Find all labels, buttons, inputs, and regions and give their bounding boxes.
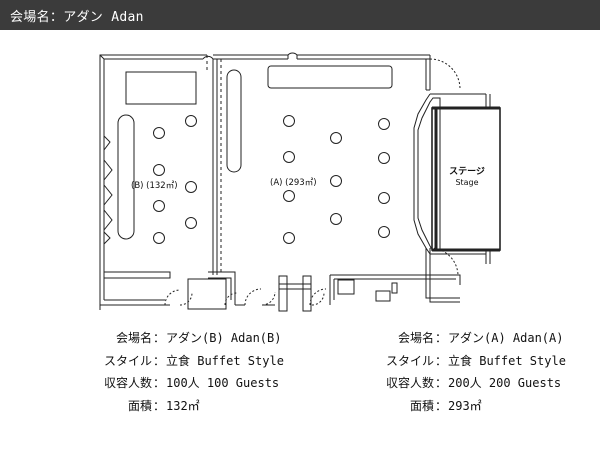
info-row-area: 面積 ： 293㎡ [352, 395, 566, 418]
buffet-table-b-left [117, 114, 135, 240]
info-separator: ： [152, 353, 165, 368]
info-value: アダン(B) Adan(B) [166, 331, 282, 345]
info-row-area: 面積 ： 132㎡ [70, 395, 284, 418]
info-value: 立食 Buffet Style [166, 353, 284, 368]
door-swing [429, 247, 459, 277]
info-separator: ： [434, 353, 447, 368]
stage-label-en: Stage [455, 178, 478, 187]
info-separator: ： [434, 398, 447, 413]
round-tables-a [283, 115, 390, 244]
door-swing [287, 52, 298, 56]
info-label: 収容人数 [385, 376, 434, 390]
info-separator: ： [152, 398, 165, 413]
info-separator: ： [434, 331, 447, 345]
info-label: スタイル [385, 353, 434, 368]
round-tables-b [153, 115, 197, 244]
room-b-label: (B) (132㎡) [131, 181, 178, 191]
info-row-name: 会場名 ： アダン(A) Adan(A) [352, 327, 566, 350]
info-label: 面積 [127, 398, 152, 413]
stage [413, 93, 501, 264]
info-label: 収容人数 [103, 376, 152, 390]
bottom-doors [164, 288, 327, 306]
room-a-label: (A) (293㎡) [270, 178, 317, 188]
info-label: 会場名 [397, 331, 434, 345]
info-row-name: 会場名 ： アダン(B) Adan(B) [70, 327, 284, 350]
info-separator: ： [152, 376, 165, 390]
movable-partition [206, 55, 222, 275]
info-value: 200人 200 Guests [448, 376, 562, 390]
info-label: スタイル [103, 353, 152, 368]
title-bar: 会場名：アダン Adan [0, 0, 600, 30]
room-a-info: 会場名 ： アダン(A) Adan(A) スタイル ： 立食 Buffet St… [352, 327, 566, 417]
reception-counter [187, 278, 227, 310]
info-value: 100人 100 Guests [166, 376, 280, 390]
info-value: 立食 Buffet Style [448, 353, 566, 368]
entrance-frame [278, 275, 312, 312]
info-row-style: スタイル ： 立食 Buffet Style [352, 350, 566, 373]
partition-wall [212, 58, 218, 275]
info-separator: ： [434, 376, 447, 390]
info-row-capacity: 収容人数 ： 200人 200 Guests [352, 372, 566, 395]
venue-title: 会場名：アダン Adan [10, 10, 144, 25]
floor-plan: (B) (132㎡) (A) (293㎡) ステージ Stage [99, 52, 501, 312]
info-separator: ： [152, 331, 165, 345]
outer-wall [99, 54, 461, 310]
info-value: 132㎡ [166, 398, 200, 413]
chair-row [103, 135, 113, 245]
info-label: 会場名 [115, 331, 152, 345]
info-row-style: スタイル ： 立食 Buffet Style [70, 350, 284, 373]
info-label: 面積 [409, 398, 434, 413]
room-b-info: 会場名 ： アダン(B) Adan(B) スタイル ： 立食 Buffet St… [70, 327, 284, 417]
buffet-table-a-top [267, 65, 393, 89]
stage-label-jp: ステージ [449, 166, 485, 177]
counter-b [125, 71, 197, 105]
door-swing [202, 55, 214, 60]
buffet-table-b-right [226, 69, 242, 173]
info-value: 293㎡ [448, 398, 482, 413]
info-row-capacity: 収容人数 ： 100人 100 Guests [70, 372, 284, 395]
service-room [337, 279, 398, 302]
door-swing [429, 58, 461, 90]
info-value: アダン(A) Adan(A) [448, 331, 564, 345]
